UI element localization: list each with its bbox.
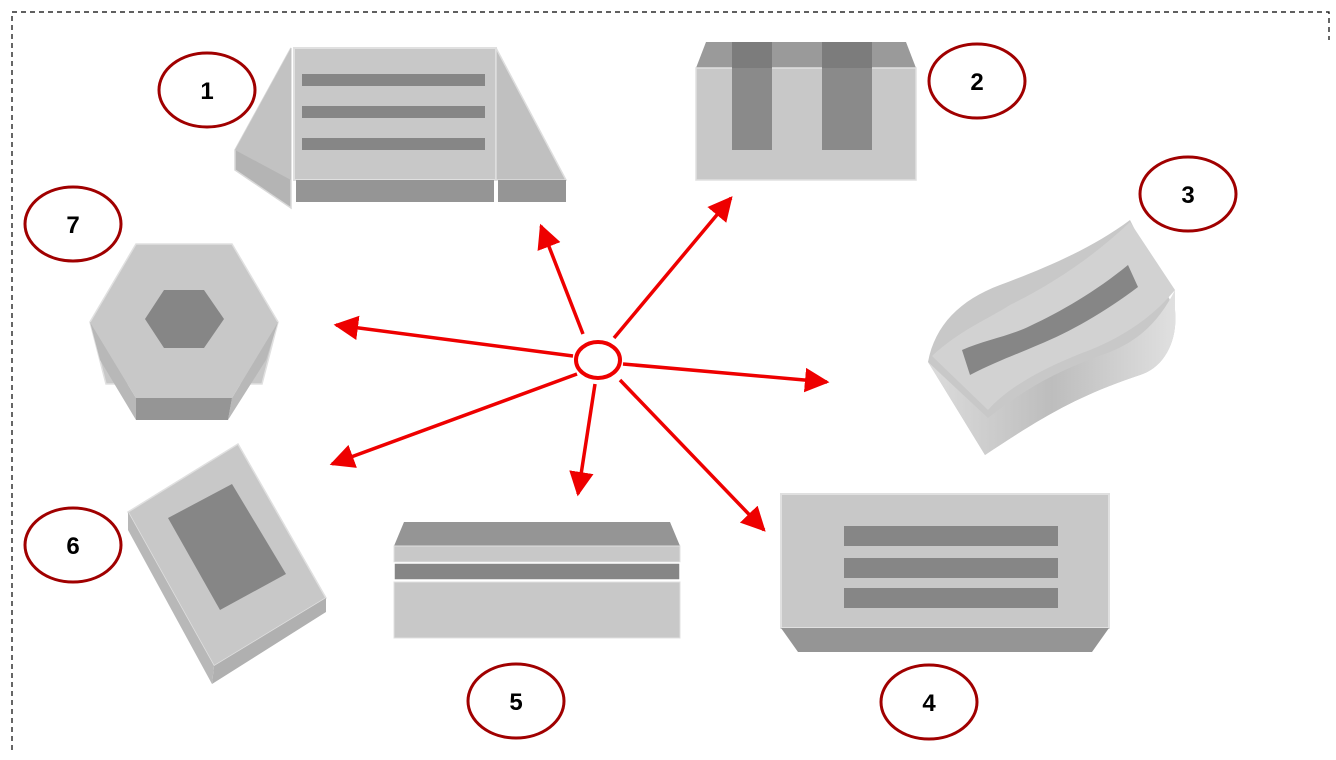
- slot: [962, 265, 1138, 375]
- shape-3-wave-slab: [928, 220, 1176, 455]
- arrow-to-2: [612, 196, 733, 340]
- badge-1-label: 1: [200, 78, 213, 105]
- shape-2-block-with-bars: [695, 42, 917, 181]
- window: [168, 484, 286, 610]
- strip: [302, 74, 485, 86]
- arrow-to-6: [329, 372, 578, 468]
- bar: [732, 68, 772, 150]
- strip: [844, 588, 1058, 608]
- strip: [302, 106, 485, 118]
- badge-7: 7: [23, 185, 123, 263]
- shape-4-block-with-strips: [780, 493, 1110, 652]
- badge-2-label: 2: [970, 69, 983, 96]
- badge-3-label: 3: [1181, 182, 1194, 209]
- arrow-to-7: [333, 315, 574, 358]
- strip: [302, 138, 485, 150]
- strip: [844, 558, 1058, 578]
- arrow-to-5: [569, 383, 597, 497]
- bar: [822, 68, 872, 150]
- shape-7-hexagon-nut: [89, 243, 279, 420]
- center-hub: [574, 340, 622, 380]
- arrows-group: [329, 196, 830, 532]
- badge-7-label: 7: [66, 212, 79, 239]
- shape-6-tilted-block: [126, 442, 328, 684]
- badge-4-label: 4: [922, 690, 936, 717]
- dashed-frame: [11, 11, 1330, 750]
- arrow-to-4: [618, 378, 766, 532]
- shape-5-layered-slab: [393, 522, 681, 639]
- arrow-to-1: [537, 223, 585, 335]
- badge-6: 6: [23, 506, 123, 584]
- badge-5-label: 5: [509, 689, 522, 716]
- badge-6-label: 6: [66, 533, 79, 560]
- layer: [393, 562, 681, 581]
- badge-5: 5: [466, 662, 566, 740]
- strip: [844, 526, 1058, 546]
- badge-4: 4: [879, 663, 979, 741]
- badge-1: 1: [157, 51, 257, 129]
- badge-2: 2: [927, 42, 1027, 120]
- arrow-to-3: [622, 362, 830, 393]
- shape-1-trapezoid-prism: [234, 47, 568, 210]
- hex-hole: [145, 290, 224, 348]
- badge-3: 3: [1138, 155, 1238, 233]
